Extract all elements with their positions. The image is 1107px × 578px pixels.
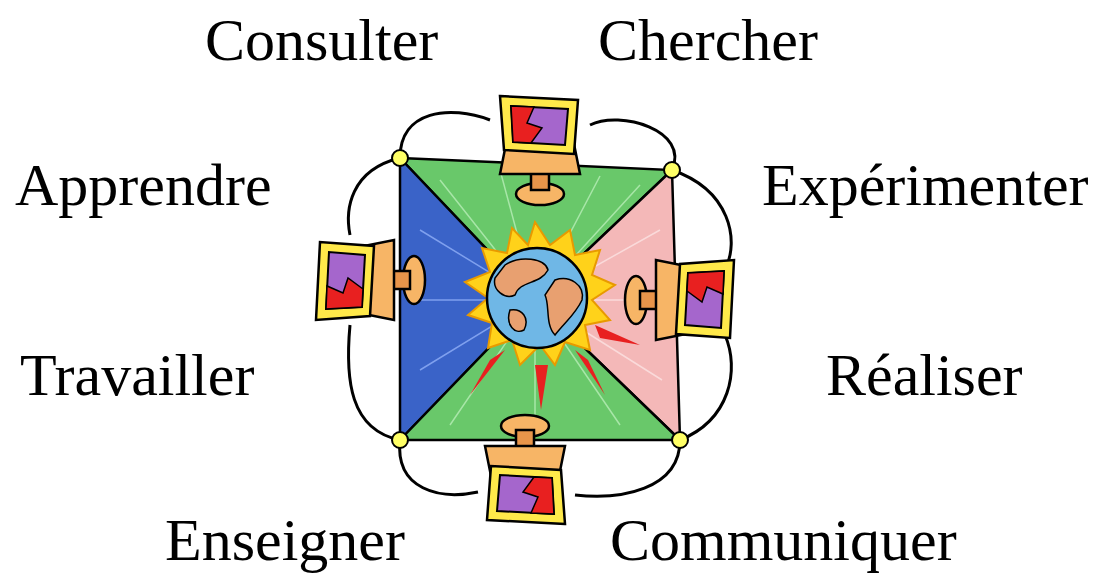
globe [487, 248, 587, 348]
label-word: Travailler [20, 345, 254, 405]
label-word: Apprendre [15, 155, 272, 215]
wire [590, 120, 675, 170]
wire [680, 335, 731, 440]
wire [575, 440, 680, 496]
computers [316, 96, 734, 524]
wire [400, 440, 478, 494]
computer [500, 96, 580, 205]
ray [470, 350, 505, 395]
wire [400, 112, 490, 158]
ray [535, 365, 548, 410]
label-word: Consulter [205, 10, 438, 70]
label-word: Expérimenter [762, 155, 1089, 215]
sun-burst [465, 222, 615, 365]
dot [392, 432, 408, 448]
computer [316, 240, 425, 320]
computer [485, 415, 565, 524]
label-word: Communiquer [610, 510, 957, 570]
wire [348, 325, 400, 440]
dot [392, 150, 408, 166]
ray [575, 350, 605, 395]
dot [664, 162, 680, 178]
continent [509, 310, 526, 332]
continent [495, 259, 548, 296]
label-word: Réaliser [826, 345, 1023, 405]
label-word: Chercher [598, 10, 818, 70]
computer [625, 260, 734, 340]
label-word: Enseigner [165, 510, 405, 570]
wire [672, 170, 731, 270]
ray [595, 325, 640, 345]
dot [672, 432, 688, 448]
continent [545, 279, 582, 335]
globe-sea [487, 248, 587, 348]
wire [348, 158, 400, 235]
